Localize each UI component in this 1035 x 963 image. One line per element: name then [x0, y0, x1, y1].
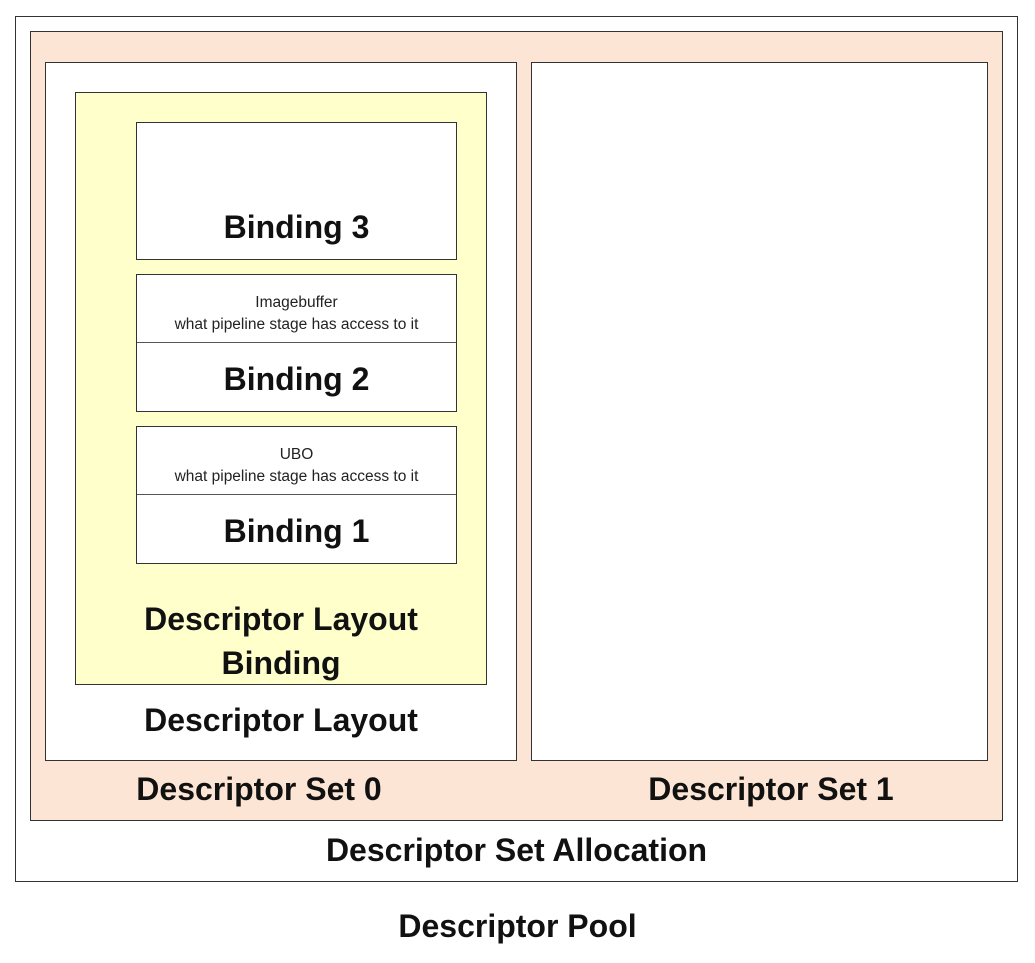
binding-3-title: Binding 3: [223, 209, 370, 245]
binding-1-description: UBO what pipeline stage has access to it: [137, 444, 456, 488]
descriptor-layout-binding-label-line2: Binding: [221, 645, 341, 681]
binding-3-box: Binding 3: [136, 122, 457, 260]
binding-2-desc-line1: Imagebuffer: [255, 294, 338, 311]
binding-1-box: UBO what pipeline stage has access to it…: [136, 426, 457, 564]
binding-2-desc-line2: what pipeline stage has access to it: [174, 316, 419, 333]
descriptor-pool-label: Descriptor Pool: [398, 908, 637, 944]
descriptor-layout-binding-label-line1: Descriptor Layout: [144, 601, 418, 637]
binding-1-divider: [137, 494, 456, 495]
binding-2-title: Binding 2: [223, 361, 370, 397]
binding-2-box: Imagebuffer what pipeline stage has acce…: [136, 274, 457, 412]
descriptor-set-0-label: Descriptor Set 0: [136, 771, 382, 807]
descriptor-set-allocation-label: Descriptor Set Allocation: [325, 832, 708, 868]
descriptor-set-1-label: Descriptor Set 1: [648, 771, 894, 807]
binding-1-desc-line2: what pipeline stage has access to it: [174, 468, 419, 485]
binding-1-desc-line1: UBO: [279, 446, 314, 463]
binding-2-divider: [137, 342, 456, 343]
descriptor-set-1-box: [531, 62, 988, 761]
descriptor-layout-binding-label: Descriptor Layout Binding: [75, 597, 487, 685]
binding-2-description: Imagebuffer what pipeline stage has acce…: [137, 292, 456, 336]
descriptor-layout-label: Descriptor Layout: [144, 702, 418, 738]
binding-1-title: Binding 1: [223, 513, 370, 549]
